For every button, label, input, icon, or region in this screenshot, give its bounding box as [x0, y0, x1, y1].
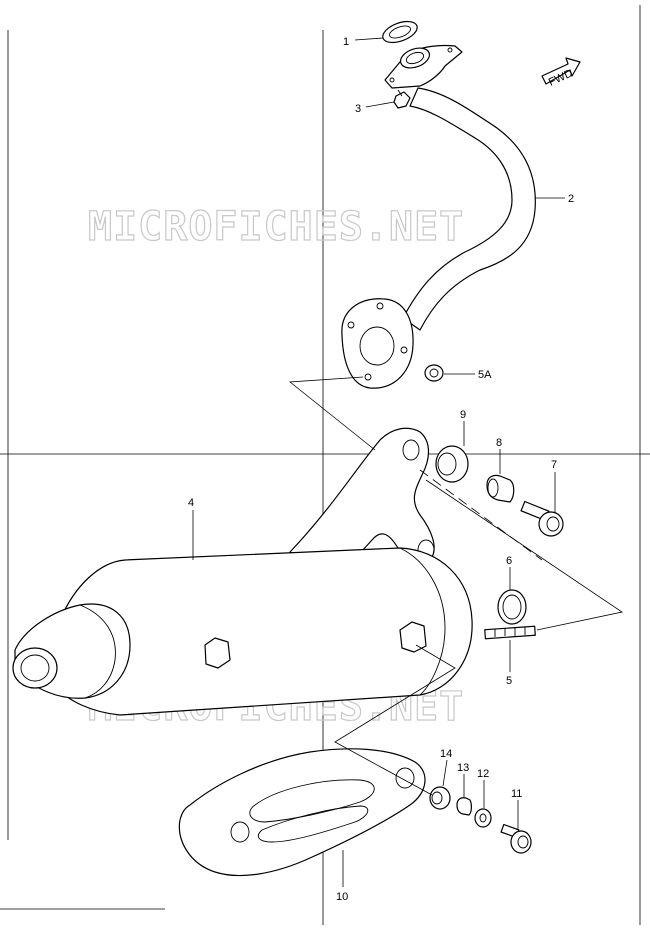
part-1-gasket [382, 20, 418, 44]
part-13-spacer [456, 797, 472, 816]
part-6-gasket [497, 589, 527, 625]
fwd-arrow-icon: FWD [541, 57, 581, 89]
part-8-spacer [486, 474, 515, 503]
callout-14: 14 [440, 748, 452, 760]
callout-labels: 1 2 3 5A 4 9 8 7 6 5 14 13 12 11 10 [188, 36, 574, 903]
callout-5: 5 [506, 675, 512, 687]
callout-2: 2 [568, 193, 574, 205]
part-2-exhaust-pipe [341, 44, 536, 389]
callout-4: 4 [188, 497, 194, 509]
fwd-arrow-label: FWD [547, 67, 575, 88]
part-12-washer [474, 808, 492, 828]
part-11-bolt [500, 823, 532, 854]
callout-7: 7 [551, 459, 557, 471]
callout-9: 9 [460, 409, 466, 421]
callout-8: 8 [496, 437, 502, 449]
callout-6: 6 [506, 555, 512, 567]
part-9-cushion [435, 445, 469, 483]
watermark-top: MICROFICHES.NET [88, 204, 464, 250]
callout-13: 13 [457, 762, 469, 774]
part-10-muffler-protector [178, 748, 426, 877]
part-5-stud [484, 625, 536, 640]
callout-12: 12 [477, 768, 489, 780]
part-3-stud-bolt [393, 89, 411, 109]
callout-10: 10 [336, 891, 348, 903]
part-7-bolt [520, 500, 564, 537]
callout-3: 3 [355, 103, 361, 115]
part-4-muffler [12, 427, 473, 716]
callout-1: 1 [343, 36, 349, 48]
leader-lines [192, 37, 624, 887]
part-14-cushion [429, 786, 451, 810]
part-5a-nut [424, 364, 444, 382]
callout-11: 11 [511, 788, 522, 800]
callout-5a: 5A [478, 369, 492, 381]
